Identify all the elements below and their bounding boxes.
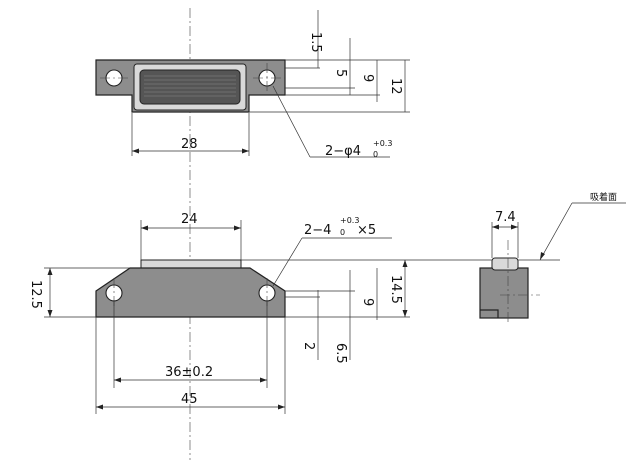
- front-view-magnet-strip: [140, 259, 242, 269]
- front-view-overall-dim: 45: [181, 392, 198, 407]
- top-view-width-dim: 28: [181, 137, 198, 152]
- top-view-hole-tol-upper: +0.3: [373, 139, 392, 148]
- front-view-dim-9: 9: [360, 298, 375, 306]
- top-view-dim-1-5: 1.5: [308, 32, 323, 53]
- front-view: 24 2−4 +0.3 0 ×5 12.5 9 14.5 2 6.5: [28, 212, 560, 414]
- front-view-slot-tol-upper: +0.3: [340, 216, 359, 225]
- top-view-hole-tol-lower: 0: [373, 150, 378, 159]
- side-view-surface-label: 吸着面: [590, 191, 617, 203]
- top-view-dim-12: 12: [388, 78, 403, 95]
- front-view-slot-callout: 2−4: [304, 223, 331, 238]
- front-view-dim-2: 2: [301, 342, 316, 350]
- front-view-dim-6-5: 6.5: [333, 343, 348, 364]
- side-view-magnet: [491, 257, 519, 271]
- top-view-hole-callout: 2−φ4: [325, 144, 361, 159]
- front-view-dim-14-5: 14.5: [388, 275, 403, 304]
- top-view-magnet-texture: [144, 75, 236, 97]
- front-view-slot-tol-lower: 0: [340, 228, 345, 237]
- top-view: 28 1.5 5 9 12 2−φ4 +0.3 0: [95, 10, 410, 159]
- front-view-dim-24: 24: [181, 212, 198, 227]
- top-view-dim-5: 5: [333, 69, 348, 77]
- front-view-slot-suffix: ×5: [357, 223, 376, 238]
- front-view-body: [95, 267, 286, 318]
- top-view-magnet-core: [139, 69, 241, 105]
- top-view-dim-9: 9: [360, 74, 375, 82]
- side-view-width-dim: 7.4: [495, 210, 516, 225]
- front-view-dim-12-5: 12.5: [28, 280, 43, 309]
- side-view: 7.4 吸着面: [479, 191, 626, 325]
- front-view-pitch-dim: 36±0.2: [165, 365, 213, 380]
